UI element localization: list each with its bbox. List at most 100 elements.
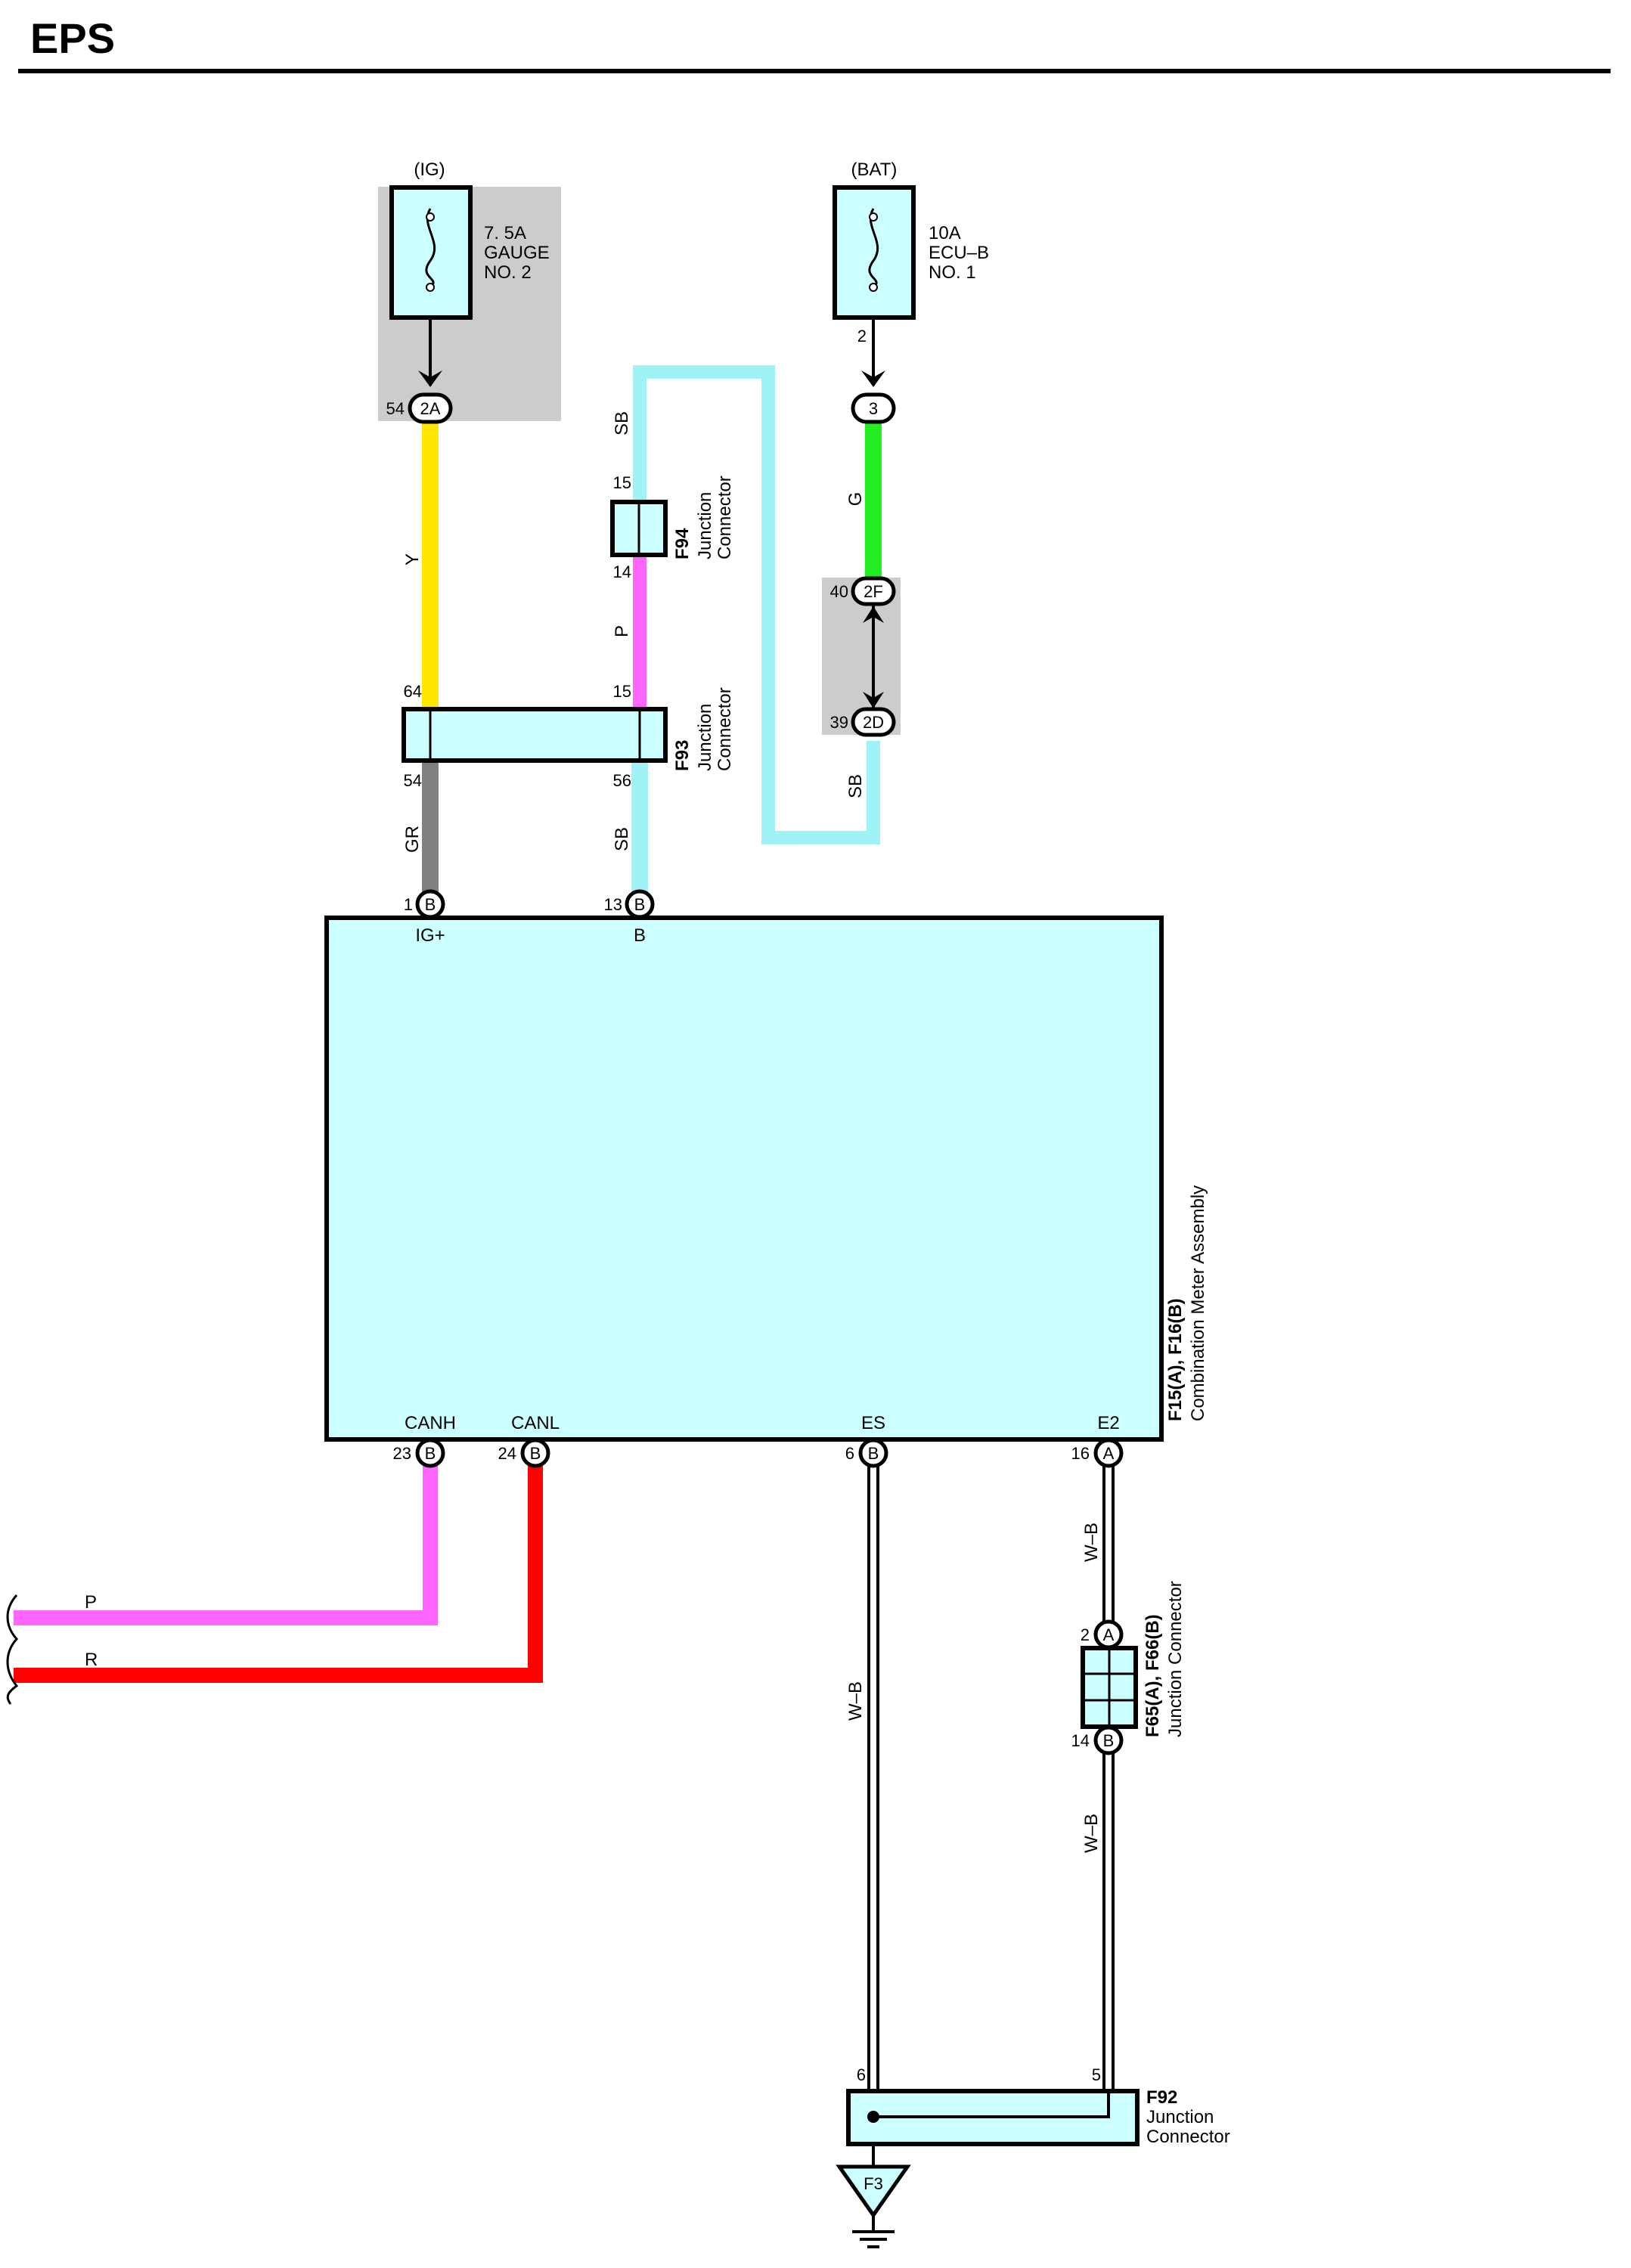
wire-sb-top[interactable] [633, 365, 880, 844]
terminal-canh-pin: 23 [393, 1444, 411, 1463]
terminal-e2-code: A [1103, 1444, 1115, 1463]
bat-fuse-icon [868, 208, 879, 289]
f92-splice-dot [867, 2111, 879, 2123]
wire-label-sb-b: SB [612, 827, 632, 851]
wire-label-y: Y [402, 553, 423, 565]
ig-source-label: (IG) [414, 160, 445, 180]
f92-pin-right: 5 [1092, 2065, 1101, 2084]
wire-left-r[interactable] [14, 1463, 543, 1683]
terminal-ig-plus-label: IG+ [415, 925, 445, 946]
terminal-b[interactable]: B [625, 889, 655, 919]
terminal-es-pin: 6 [845, 1444, 854, 1463]
connector-2f[interactable]: 2F [851, 576, 896, 606]
bat-fuse-box[interactable] [833, 185, 916, 320]
f66-bottom-code: B [1103, 1731, 1115, 1750]
ig-fuse-icon [425, 208, 436, 289]
bat-fuse-pin: 2 [857, 327, 867, 345]
bat-source-label: (BAT) [851, 160, 898, 180]
terminal-e2-pin: 16 [1071, 1444, 1090, 1463]
ig-fuse-number: NO. 2 [484, 262, 532, 283]
page-title: EPS [30, 14, 115, 62]
meter-name: F15(A), F16(B) [1165, 1298, 1186, 1421]
connector-2a[interactable]: 2A [408, 392, 453, 424]
connector-3[interactable]: 3 [851, 392, 896, 424]
f65-top-code: A [1103, 1625, 1115, 1644]
terminal-b-label: B [634, 925, 646, 946]
ig-fuse-rating: 7. 5A [484, 223, 526, 243]
wire-label-sb-lower: SB [845, 774, 866, 798]
wire-label-e2-upper-wb: W–B [1081, 1523, 1102, 1562]
wire-label-e2-lower-wb: W–B [1081, 1814, 1102, 1853]
f92-pin-left: 6 [857, 2065, 866, 2084]
f92-desc-1: Junction [1146, 2107, 1214, 2127]
f92-internal-bus [873, 2091, 1110, 2118]
terminal-ig-plus-pin: 1 [404, 895, 413, 914]
terminal-es-label: ES [861, 1413, 885, 1433]
wire-label-g: G [845, 492, 866, 507]
bat-fuse-arrow [861, 370, 885, 387]
bat-fuse-dot-top [869, 212, 878, 222]
ig-fuse-box[interactable] [389, 185, 473, 320]
connector-2d-code: 2D [863, 713, 884, 732]
connector-2d-pin: 39 [830, 713, 848, 732]
f65-f66-connector[interactable] [1081, 1646, 1138, 1729]
f65-top-terminal[interactable]: A [1093, 1619, 1124, 1650]
f94-name: F94 [672, 528, 693, 559]
f93-pin-in-right: 15 [613, 682, 631, 701]
combination-meter-body[interactable] [324, 916, 1164, 1442]
connector-3-code: 3 [869, 399, 878, 418]
f93-pin-out-right: 56 [613, 771, 631, 790]
wire-label-gr: GR [402, 826, 423, 853]
wire-label-es-wb: W–B [845, 1681, 866, 1721]
inline-arrow-up [863, 606, 884, 623]
f94-desc-1: Junction [695, 492, 715, 559]
connector-2f-code: 2F [864, 582, 883, 601]
f93-desc-2: Connector [715, 687, 735, 771]
f65-f66-desc: Junction Connector [1165, 1581, 1186, 1737]
terminal-es[interactable]: B [858, 1438, 888, 1468]
wire-label-left-p: P [85, 1592, 97, 1613]
terminal-es-code: B [868, 1444, 879, 1463]
f65-top-pin: 2 [1081, 1625, 1090, 1644]
ground-icon[interactable] [836, 2164, 911, 2219]
terminal-e2-label: E2 [1097, 1413, 1119, 1433]
terminal-e2[interactable]: A [1093, 1438, 1124, 1468]
f93-pin-out-left: 54 [404, 771, 422, 790]
f93-name: F93 [672, 740, 693, 771]
f65-f66-name: F65(A), F66(B) [1143, 1614, 1163, 1737]
f92-desc-2: Connector [1146, 2127, 1230, 2147]
connector-2d[interactable]: 2D [851, 707, 896, 737]
f93-pin-in-left: 64 [404, 682, 422, 701]
wire-break-mark [6, 1594, 19, 1705]
connector-2f-pin: 40 [830, 582, 848, 601]
terminal-canl-label: CANL [511, 1413, 560, 1433]
terminal-b-pin: 13 [604, 895, 622, 914]
terminal-canh-code: B [425, 1444, 436, 1463]
wire-label-sb-top: SB [612, 411, 632, 435]
meter-desc: Combination Meter Assembly [1188, 1185, 1208, 1421]
ig-fuse-dot-bottom [426, 283, 435, 292]
f94-desc-2: Connector [715, 476, 735, 559]
wire-label-p: P [612, 625, 632, 637]
terminal-ig-plus-code: B [425, 895, 436, 914]
f94-pin-top: 15 [613, 473, 631, 492]
f66-bottom-terminal[interactable]: B [1093, 1725, 1124, 1755]
f66-bottom-pin: 14 [1071, 1731, 1090, 1750]
f92-name: F92 [1146, 2087, 1177, 2108]
terminal-ig-plus[interactable]: B [415, 889, 445, 919]
f93-connector[interactable] [402, 707, 668, 763]
bat-fuse-dot-bottom [869, 283, 878, 292]
connector-2a-code: 2A [420, 399, 441, 418]
bat-fuse-rating: 10A [929, 223, 961, 243]
inline-arrow-down [863, 692, 884, 708]
terminal-canh[interactable]: B [415, 1438, 445, 1468]
terminal-b-code: B [634, 895, 646, 914]
f93-desc-1: Junction [695, 704, 715, 771]
terminal-canl[interactable]: B [520, 1438, 550, 1468]
ground-code: F3 [864, 2174, 883, 2193]
f94-pin-bottom: 14 [613, 562, 631, 581]
wire-label-left-r: R [85, 1650, 98, 1670]
wire-left-p[interactable] [14, 1463, 438, 1625]
connector-2a-pin: 54 [386, 399, 405, 418]
